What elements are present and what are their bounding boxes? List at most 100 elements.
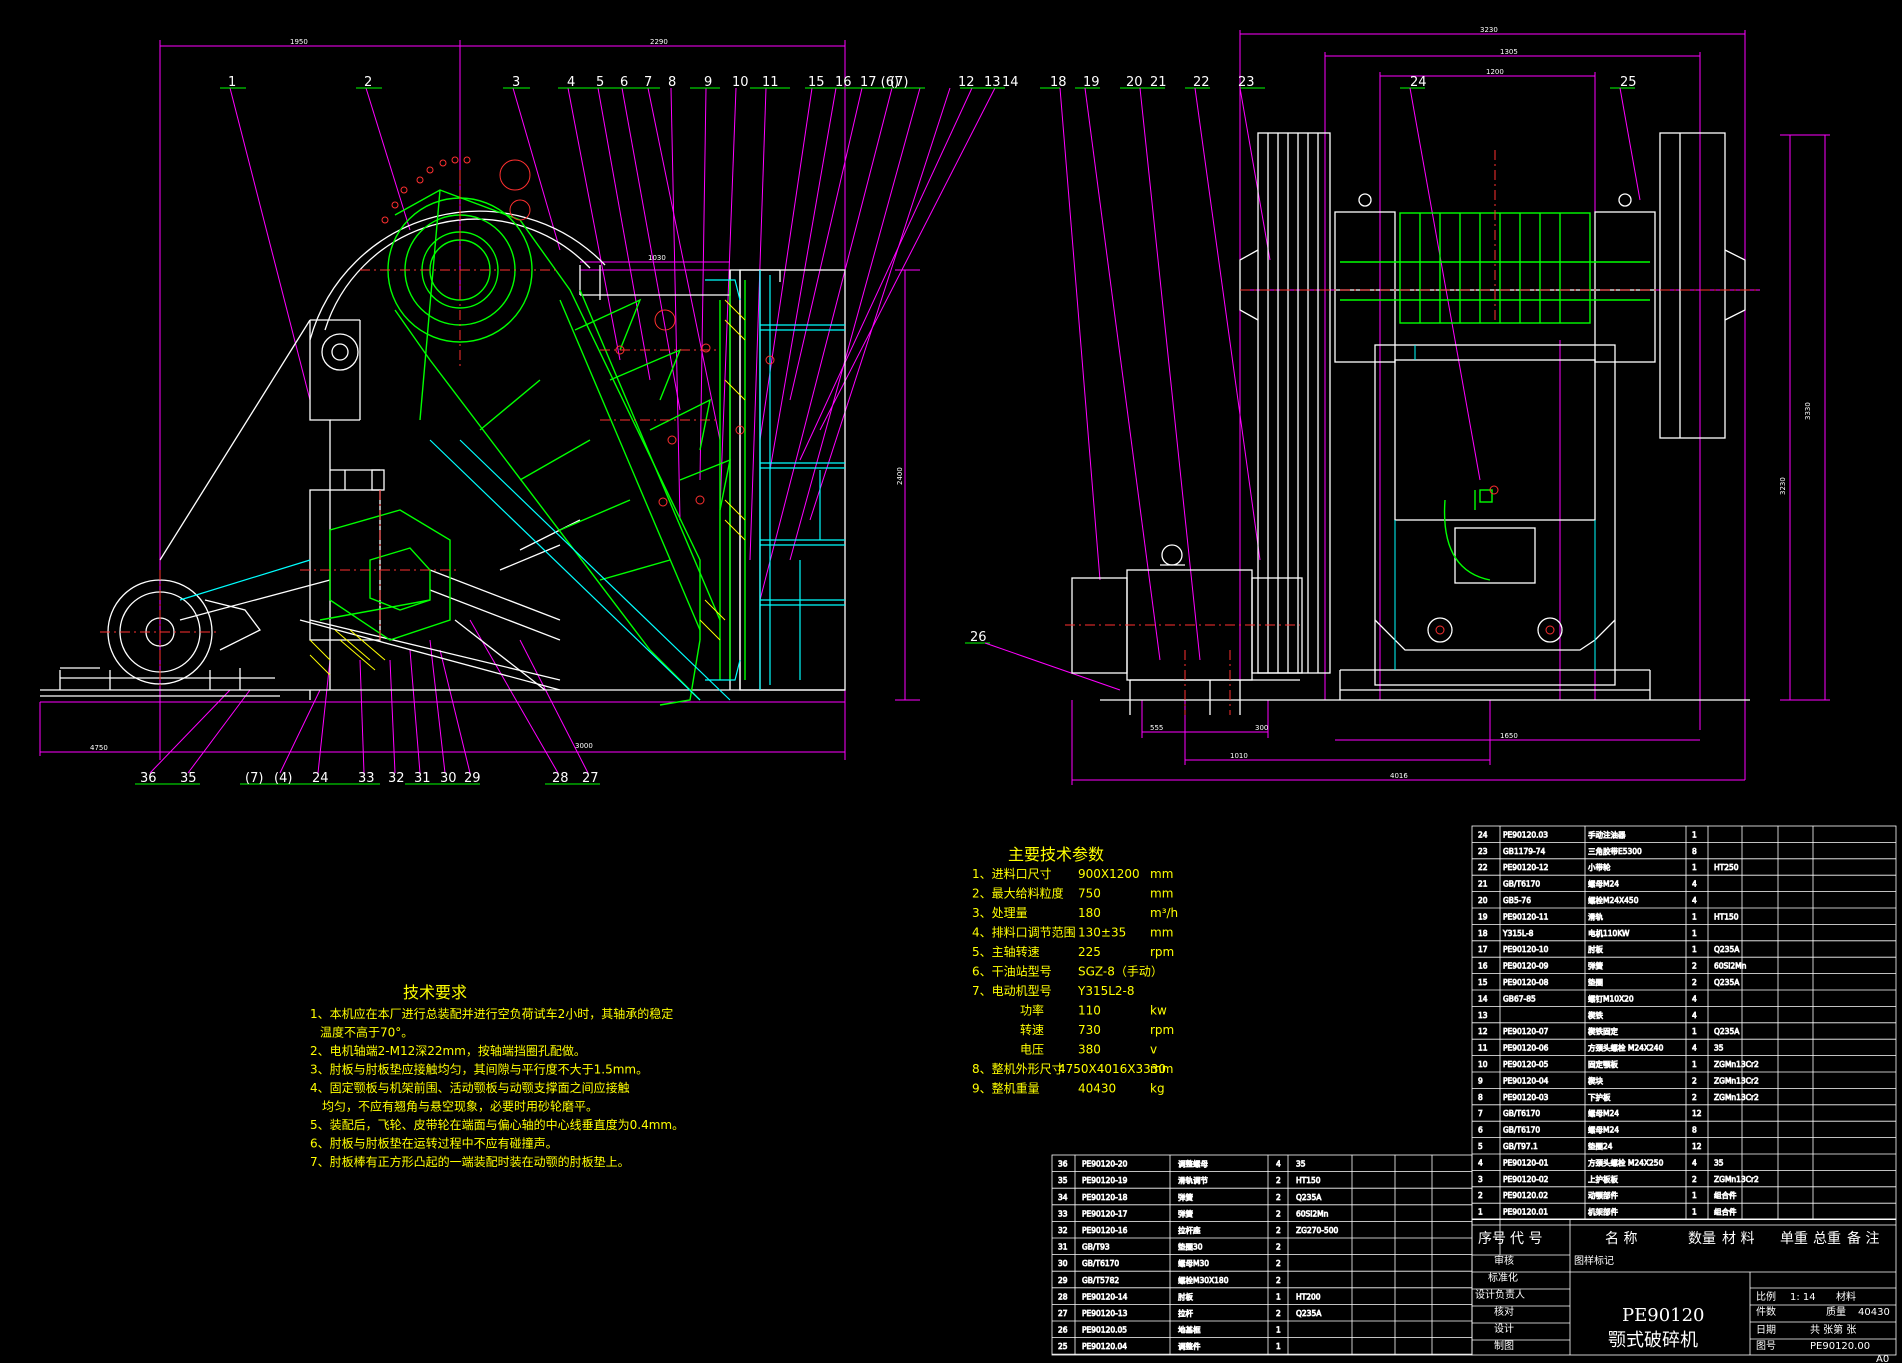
bom-row-name: 楔铁固定 [1588,1026,1618,1036]
bom-row-mat: ZGMn13Cr2 [1714,1093,1759,1102]
bom-row-mat: Q235A [1714,1027,1740,1036]
param-label-3: 4、排料口调节范围 [972,926,1076,940]
bom-row-name: 上护板板 [1588,1174,1618,1184]
bom-row-qty: 2 [1692,1175,1697,1184]
dim-bottom-right-e: 300 [1255,724,1268,732]
bom-row-qty: 1 [1692,1191,1697,1200]
part-number-8: 9 [704,75,712,90]
param-value-1: 750 [1078,887,1101,901]
part-number-right-5: 23 [1238,75,1255,90]
tech-req-line-0: 1、本机应在本厂进行总装配并进行空负荷试车2小时，其轴承的稳定 [310,1006,673,1021]
bom-left-row-name: 调整螺母 [1178,1159,1208,1169]
part-number-16: 13 [984,75,1001,90]
bom-row-code: PE90120.03 [1503,830,1548,839]
param-unit-0: mm [1150,867,1173,881]
bom-left-row-code: PE90120-20 [1082,1160,1128,1169]
bom-row-qty: 1 [1692,929,1697,938]
bom-left-row-code: PE90120.05 [1082,1326,1127,1335]
bom-row-no: 4 [1478,1158,1483,1167]
bom-row-code: GB/T97.1 [1503,1142,1538,1151]
bom-row-qty: 2 [1692,1093,1697,1102]
bom-row-code: PE90120-11 [1503,912,1549,921]
bom-row-qty: 2 [1692,978,1697,987]
bom-row-name: 固定颚板 [1588,1059,1618,1069]
param-unit-9: v [1150,1043,1157,1057]
bom-row-code: PE90120.02 [1503,1191,1548,1200]
bom-left-row-qty: 2 [1276,1226,1281,1235]
bom-row-no: 3 [1478,1175,1483,1184]
tech-req-line-3: 3、肘板与肘板垫应接触均匀，其间隙与平行度不大于1.5mm。 [310,1062,648,1077]
part-number-bottom-1: 35 [180,771,197,786]
part-number-bottom-4: 24 [312,771,329,786]
bom-row-name: 弹簧 [1588,961,1604,971]
product-name: 颚式破碎机 [1608,1330,1698,1351]
param-unit-1: mm [1150,887,1173,901]
bom-row-code: PE90120-01 [1503,1158,1549,1167]
tb-scale-label: 比例 [1756,1290,1776,1303]
bom-left-row-code: GB/T6170 [1082,1259,1119,1268]
bom-row-mat: HT150 [1714,912,1739,921]
bom-row-no: 23 [1478,847,1488,856]
bom-row-qty: 1 [1692,863,1697,872]
bom-row-code: PE90120-04 [1503,1076,1549,1085]
bom-row-no: 10 [1478,1060,1488,1069]
bom-left-row-name: 螺栓M30X180 [1178,1275,1229,1285]
tech-requirements-title: 技术要求 [403,983,467,1002]
part-number-bottom-2: (7) [245,771,263,786]
bom-left-row-code: PE90120-13 [1082,1309,1128,1318]
part-number-right-7: 25 [1620,75,1637,90]
bom-row-no: 18 [1478,929,1488,938]
part-number-bottom-0: 36 [140,771,157,786]
bom-left-row-code: GB/T93 [1082,1243,1110,1252]
param-label-10: 8、整机外形尺寸 [972,1061,1064,1076]
bom-row-mat: 60Si2Mn [1714,962,1747,971]
bom-left-row-mat: HT200 [1296,1292,1321,1301]
param-value-5: SGZ-8（手动） [1078,965,1163,979]
part-number-bottom-6: 32 [388,771,405,786]
bom-row-no: 16 [1478,962,1488,971]
bom-left-row-qty: 2 [1276,1176,1281,1185]
bom-left-row-no: 29 [1058,1276,1068,1285]
param-value-11: 40430 [1078,1082,1116,1096]
param-label-4: 5、主轴转速 [972,944,1040,959]
bom-left-row-no: 27 [1058,1309,1068,1318]
part-number-bottom-9: 29 [464,771,481,786]
part-number-11: 15 [808,75,825,90]
bom-row-no: 9 [1478,1076,1483,1085]
bom-row-name: 螺栓M24X450 [1588,895,1639,905]
title-block: 审核 标准化 设计负责人 核对 设计 制图 图样标记 PE90120 颚式破碎机… [1475,1254,1890,1363]
part-number-bottom-5: 33 [358,771,375,786]
tb-drawing-no-label: 图号 [1756,1340,1776,1352]
bom-row-no: 17 [1478,945,1488,954]
part-number-13: 17 (6) [860,75,899,90]
bom-left-row-no: 32 [1058,1226,1068,1235]
bom-left-row-mat: 60Si2Mn [1296,1209,1329,1218]
bom-row-no: 21 [1478,880,1488,889]
dim-top-left-a: 1950 [290,38,308,46]
bom-header-qty: 数量 [1688,1231,1716,1247]
part-number-1: 2 [364,75,372,90]
bom-left-row-name: 螺母M30 [1178,1258,1209,1268]
dim-bottom-right-a: 1010 [1230,752,1248,760]
bom-row-name: 机架部件 [1588,1207,1618,1217]
bom-header-name: 名 称 [1605,1231,1637,1247]
part-number-right-1: 19 [1083,75,1100,90]
bom-row-qty: 12 [1692,1142,1702,1151]
bom-row-qty: 4 [1692,896,1697,905]
param-label-2: 3、处理量 [972,906,1028,920]
tb-count-label: 件数 [1756,1305,1776,1318]
bom-row-code: PE90120-05 [1503,1060,1549,1069]
bom-row-code: GB5-76 [1503,896,1531,905]
bom-row-name: 电机110KW [1588,928,1630,938]
bom-row-qty: 4 [1692,994,1697,1003]
bom-left-row-name: 拉杆 [1178,1308,1194,1318]
bom-row-code: GB/T6170 [1503,1109,1540,1118]
part-number-bottom-10: 28 [552,771,569,786]
param-label-7: 功率 [1020,1003,1044,1018]
bom-row-qty: 1 [1692,1208,1697,1217]
param-value-7: 110 [1078,1004,1101,1018]
bom-row-qty: 4 [1692,1158,1697,1167]
tb-material-label: 材料 [1836,1290,1856,1303]
